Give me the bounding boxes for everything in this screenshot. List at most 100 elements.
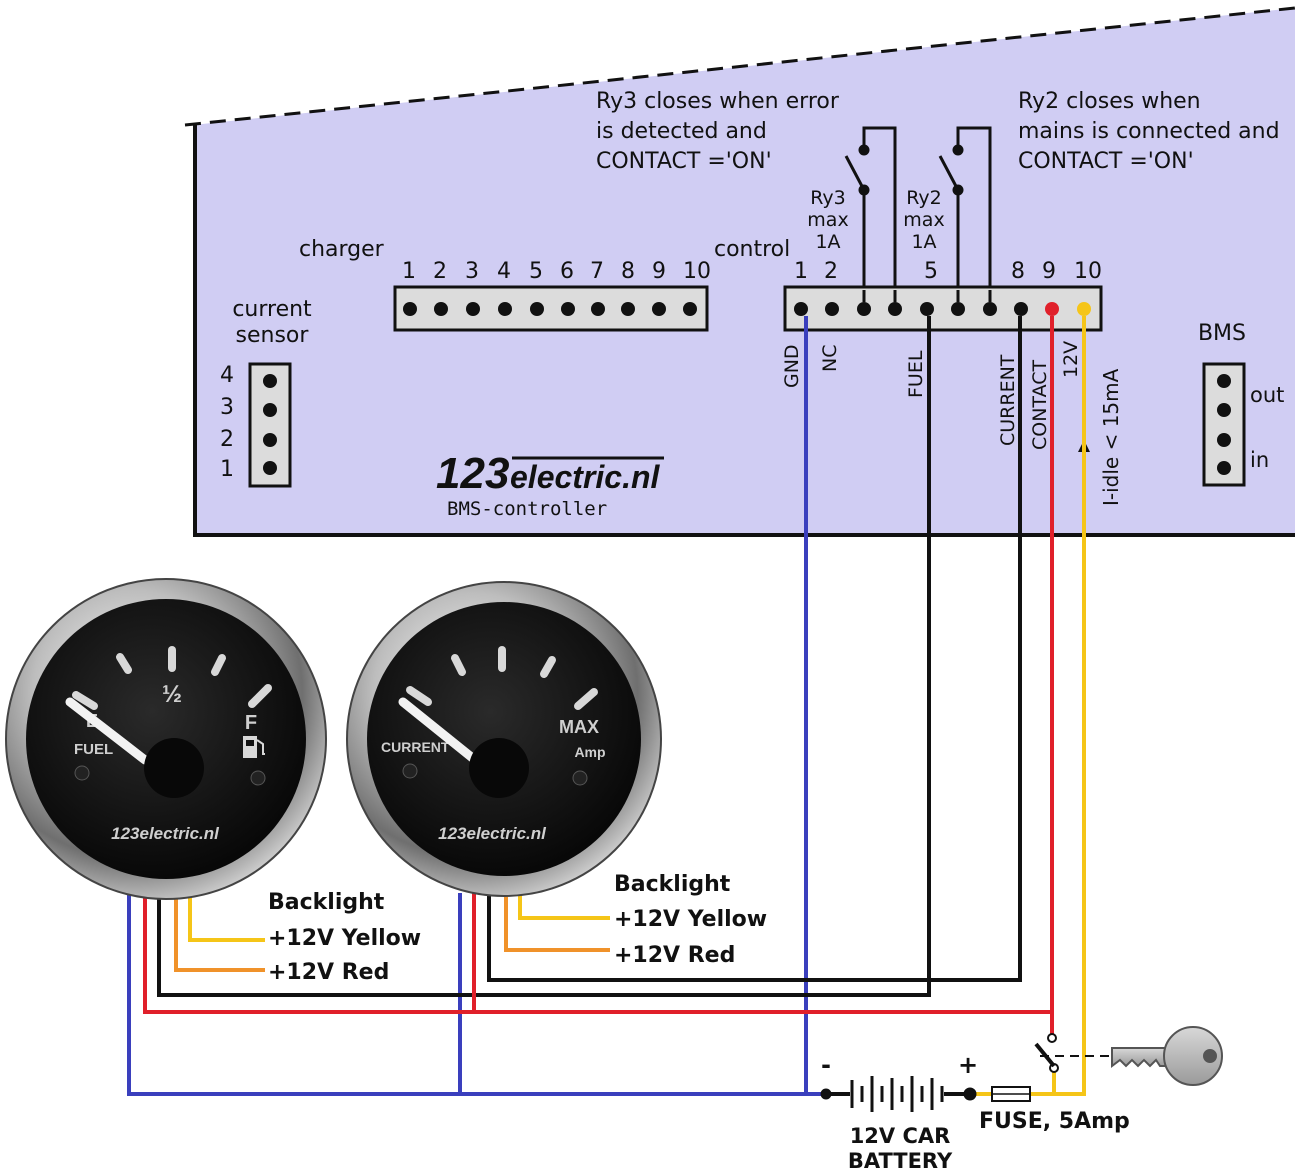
fuse-symbol bbox=[991, 1086, 1031, 1102]
current-needle bbox=[398, 697, 480, 765]
current-gauge-ticks bbox=[406, 646, 598, 710]
svg-text:2: 2 bbox=[220, 427, 234, 452]
svg-text:current: current bbox=[232, 297, 312, 322]
svg-text:123electric.nl: 123electric.nl bbox=[438, 824, 547, 843]
ignition-key-icon bbox=[1111, 1026, 1223, 1086]
wire-backlight-yellow-2 bbox=[518, 893, 610, 920]
charger-pin-numbers: 1 2 3 4 5 6 7 8 9 10 bbox=[402, 259, 711, 284]
bms-label: BMS bbox=[1198, 321, 1246, 346]
svg-text:½: ½ bbox=[162, 681, 182, 708]
svg-text:Backlight: Backlight bbox=[614, 872, 731, 897]
svg-text:GND: GND bbox=[781, 344, 803, 388]
svg-text:Ry3: Ry3 bbox=[810, 187, 846, 209]
svg-text:+12V Yellow: +12V Yellow bbox=[268, 926, 421, 951]
svg-text:F: F bbox=[245, 712, 257, 734]
brand-subtitle: BMS-controller bbox=[447, 498, 607, 520]
svg-text:5: 5 bbox=[924, 259, 938, 284]
svg-text:1: 1 bbox=[794, 259, 808, 284]
svg-text:CURRENT: CURRENT bbox=[381, 739, 450, 755]
brand-logo: 123 electric.nl bbox=[436, 449, 664, 498]
svg-text:NC: NC bbox=[819, 345, 841, 372]
svg-text:9: 9 bbox=[1042, 259, 1056, 284]
svg-text:CURRENT: CURRENT bbox=[997, 354, 1019, 446]
svg-text:+12V Yellow: +12V Yellow bbox=[614, 907, 767, 932]
charger-connector bbox=[393, 285, 709, 332]
ry2-relay-label: Ry2 max 1A bbox=[903, 187, 944, 253]
wire-12v-yellow bbox=[1054, 316, 1086, 1096]
svg-text:max: max bbox=[807, 209, 848, 231]
svg-text:1: 1 bbox=[220, 457, 234, 482]
svg-text:10: 10 bbox=[683, 259, 711, 284]
wire-gnd-blue bbox=[127, 316, 808, 1096]
battery-minus: - bbox=[821, 1051, 831, 1079]
svg-text:CONTACT ='ON': CONTACT ='ON' bbox=[1018, 149, 1194, 174]
svg-text:Backlight: Backlight bbox=[268, 890, 385, 915]
fuel-needle bbox=[65, 697, 150, 765]
backlight-label-1: Backlight +12V Yellow +12V Red bbox=[268, 890, 421, 985]
svg-text:4: 4 bbox=[497, 259, 511, 284]
control-connector bbox=[783, 285, 1103, 332]
controller-panel bbox=[184, 6, 1296, 537]
svg-text:sensor: sensor bbox=[236, 323, 310, 348]
backlight-label-2: Backlight +12V Yellow +12V Red bbox=[614, 872, 767, 968]
svg-text:FUEL: FUEL bbox=[905, 350, 927, 398]
svg-text:12V: 12V bbox=[1060, 341, 1082, 378]
current-gauge: MAX Amp CURRENT 123electric.nl bbox=[346, 581, 662, 897]
battery-symbol bbox=[820, 1076, 977, 1112]
wire-backlight-yellow-1 bbox=[188, 893, 265, 942]
svg-text:1A: 1A bbox=[911, 231, 936, 253]
svg-text:max: max bbox=[903, 209, 944, 231]
bms-connector bbox=[1202, 362, 1246, 487]
svg-text:is detected and: is detected and bbox=[596, 119, 767, 144]
svg-text:CONTACT ='ON': CONTACT ='ON' bbox=[596, 149, 772, 174]
ry3-note: Ry3 closes when error is detected and CO… bbox=[596, 89, 840, 174]
svg-text:4: 4 bbox=[220, 363, 234, 388]
current-sensor-label: current sensor bbox=[232, 297, 312, 348]
svg-text:8: 8 bbox=[621, 259, 635, 284]
battery-label: 12V CAR BATTERY bbox=[848, 1124, 953, 1173]
svg-text:5: 5 bbox=[529, 259, 543, 284]
svg-text:12V CAR: 12V CAR bbox=[850, 1124, 951, 1148]
svg-text:9: 9 bbox=[652, 259, 666, 284]
ry2-note: Ry2 closes when mains is connected and C… bbox=[1018, 89, 1280, 174]
wire-fuel-black bbox=[157, 316, 931, 997]
current-sensor-pin-numbers: 4 3 2 1 bbox=[220, 363, 234, 482]
svg-text:Ry2: Ry2 bbox=[906, 187, 942, 209]
svg-text:3: 3 bbox=[465, 259, 479, 284]
wire-backlight-orange-2 bbox=[504, 893, 610, 952]
wire-contact-red bbox=[143, 316, 1054, 1014]
svg-text:1A: 1A bbox=[815, 231, 840, 253]
control-pin-numbers: 1 2 5 8 9 10 bbox=[794, 259, 1102, 284]
svg-text:Ry3 closes when error: Ry3 closes when error bbox=[596, 89, 840, 114]
ry3-relay-symbol bbox=[844, 126, 897, 290]
svg-text:FUEL: FUEL bbox=[74, 741, 113, 758]
svg-text:+12V Red: +12V Red bbox=[268, 960, 389, 985]
svg-text:MAX: MAX bbox=[559, 717, 599, 737]
wire-backlight-orange-1 bbox=[174, 893, 265, 972]
relay-leads bbox=[862, 290, 992, 302]
wire-current-black bbox=[487, 316, 1022, 982]
svg-text:Ry2 closes when: Ry2 closes when bbox=[1018, 89, 1201, 114]
svg-text:6: 6 bbox=[560, 259, 574, 284]
bms-out-label: out bbox=[1250, 383, 1284, 407]
svg-text:1: 1 bbox=[402, 259, 416, 284]
fuse-label: FUSE, 5Amp bbox=[979, 1109, 1130, 1134]
ry2-relay-symbol bbox=[938, 126, 992, 290]
svg-text:BATTERY: BATTERY bbox=[848, 1149, 953, 1173]
svg-text:123: 123 bbox=[436, 449, 509, 498]
svg-text:2: 2 bbox=[433, 259, 447, 284]
battery-plus: + bbox=[958, 1051, 978, 1079]
control-label: control bbox=[714, 237, 790, 262]
svg-text:Amp: Amp bbox=[574, 744, 605, 760]
fuel-pump-icon bbox=[243, 736, 265, 758]
fuel-gauge: ½ F E FUEL 123electric.nl bbox=[5, 578, 327, 900]
svg-text:+12V Red: +12V Red bbox=[614, 943, 735, 968]
charger-label: charger bbox=[299, 237, 385, 262]
current-sensor-connector bbox=[248, 362, 292, 488]
svg-text:8: 8 bbox=[1011, 259, 1025, 284]
svg-text:mains is connected and: mains is connected and bbox=[1018, 119, 1280, 144]
bms-in-label: in bbox=[1250, 448, 1269, 472]
ry3-relay-label: Ry3 max 1A bbox=[807, 187, 848, 253]
svg-text:3: 3 bbox=[220, 395, 234, 420]
